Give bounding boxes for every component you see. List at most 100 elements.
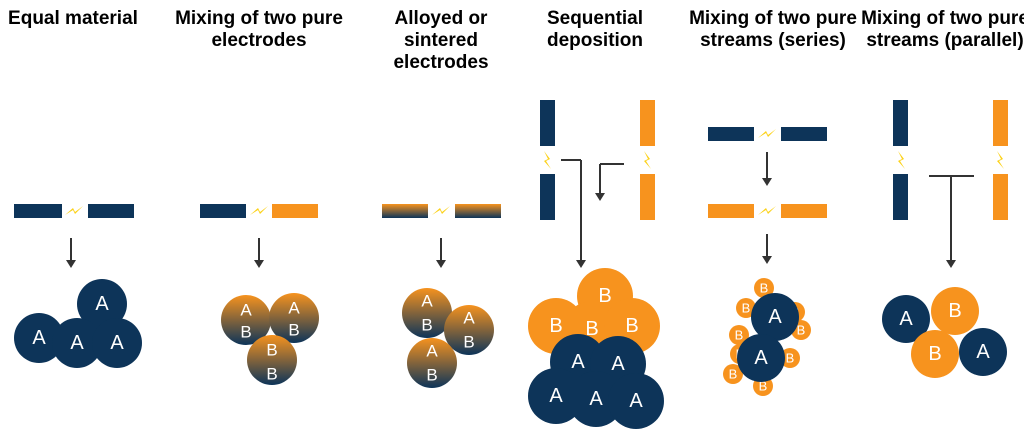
particle-mixed-ab (269, 293, 319, 343)
particle-alloyed-ab (444, 305, 494, 355)
particle-alloyed-ab-label: A (463, 309, 475, 328)
particle-a (77, 279, 127, 329)
particle-b-label: B (549, 315, 562, 337)
spark-icon (644, 151, 651, 169)
particle-b-label: B (585, 318, 598, 340)
particle-b-small-label: B (760, 281, 769, 296)
particle-a-label: A (629, 390, 643, 412)
particle-alloyed-ab (407, 338, 457, 388)
panel-title-pure-streams-parallel: Mixing of two pure streams (parallel) (861, 8, 1024, 51)
particle-a (52, 318, 102, 368)
particle-alloyed-ab-label: B (421, 316, 432, 335)
panel-title-sequential-deposition: Sequential deposition (546, 8, 644, 51)
electrode-b (272, 204, 318, 218)
spark-icon (65, 206, 83, 215)
particle-a-label: A (768, 306, 782, 328)
particle-a (751, 293, 799, 341)
particle-b-label: B (928, 343, 941, 365)
particle-a (92, 318, 142, 368)
arrow-down-head (762, 178, 772, 186)
particle-b-small (780, 348, 800, 368)
particle-b-label: B (948, 300, 961, 322)
arrow-down-head (595, 193, 605, 201)
particle-a-label: A (110, 332, 124, 354)
particle-a (528, 368, 584, 424)
arrow-down-head (254, 260, 264, 268)
particle-a-label: A (976, 341, 990, 363)
particle-mixed-ab (221, 295, 271, 345)
particle-mixed-ab-label: B (266, 341, 277, 360)
particle-alloyed-ab-label: B (426, 366, 437, 385)
panel-title-alloyed-sintered: Alloyed or sintered electrodes (393, 8, 489, 73)
electrode-b-left (708, 204, 754, 218)
particle-a (568, 371, 624, 427)
particle-mixed-ab-label: B (266, 365, 277, 384)
electrode-a-left (14, 204, 62, 218)
particle-mixed-ab (247, 335, 297, 385)
arrow-down-head (946, 260, 956, 268)
particle-mixed-ab-label: A (288, 299, 300, 318)
particle-b-small-label: B (742, 301, 751, 316)
electrode-a (200, 204, 246, 218)
electrode-a-top (540, 100, 555, 146)
electrode-a-left (708, 127, 754, 141)
electrode-a-bottom (893, 174, 908, 220)
particle-alloyed-ab-label: B (463, 333, 474, 352)
particle-a (882, 295, 930, 343)
particle-a-label: A (95, 293, 109, 315)
particle-mixed-ab-label: B (288, 321, 299, 340)
particle-a (959, 328, 1007, 376)
particle-a-label: A (32, 327, 46, 349)
particle-b-small-label: B (797, 323, 806, 338)
electrode-b-right (781, 204, 827, 218)
particle-a-label: A (611, 353, 625, 375)
particle-a-label: A (754, 347, 768, 369)
particle-a (14, 313, 64, 363)
electrode-b-bottom (640, 174, 655, 220)
spark-icon (898, 151, 905, 169)
particle-b (931, 287, 979, 335)
panel-title-pure-streams-series: Mixing of two pure streams (series) (689, 8, 857, 51)
particle-a-label: A (899, 308, 913, 330)
spark-icon (544, 151, 551, 169)
arrow-down-head (576, 260, 586, 268)
electrode-alloyed-right (455, 204, 501, 218)
particle-mixed-ab-label: A (240, 301, 252, 320)
electrode-b-top (640, 100, 655, 146)
particle-a-label: A (70, 332, 84, 354)
particle-a (608, 373, 664, 429)
electrode-a-right (88, 204, 134, 218)
particle-a-label: A (589, 388, 603, 410)
particle-b-label: B (598, 285, 611, 307)
particle-b-small-label: B (759, 379, 768, 394)
electrode-b-bottom (993, 174, 1008, 220)
particle-b-small-label: B (735, 328, 744, 343)
spark-icon (997, 151, 1004, 169)
particle-b-small-label: B (729, 367, 738, 382)
spark-icon (758, 129, 776, 138)
electrode-a-right (781, 127, 827, 141)
panel-title-equal-material: Equal material (8, 8, 138, 29)
particle-b-small (723, 364, 743, 384)
arrow-down-head (762, 256, 772, 264)
particle-alloyed-ab-label: A (421, 292, 433, 311)
particle-alloyed-ab-label: A (426, 342, 438, 361)
arrow-down-head (436, 260, 446, 268)
spark-icon (758, 206, 776, 215)
electrode-a-bottom (540, 174, 555, 220)
spark-icon (250, 206, 268, 215)
arrow-down-head (66, 260, 76, 268)
particle-alloyed-ab (402, 288, 452, 338)
particle-mixed-ab-label: B (240, 323, 251, 342)
particle-a-label: A (549, 385, 563, 407)
particle-b (911, 330, 959, 378)
electrode-b-top (993, 100, 1008, 146)
electrode-a-top (893, 100, 908, 146)
electrode-alloyed-left (382, 204, 428, 218)
particle-a (737, 334, 785, 382)
particle-b-label: B (625, 315, 638, 337)
spark-icon (432, 206, 450, 215)
particle-a-label: A (571, 351, 585, 373)
particle-b-small (754, 278, 774, 298)
